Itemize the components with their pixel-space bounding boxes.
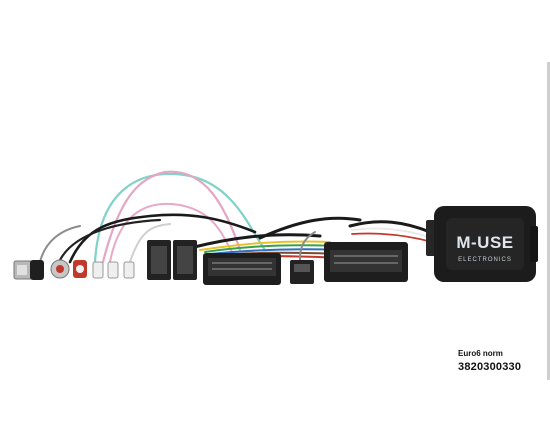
right-edge-divider xyxy=(547,62,550,380)
rca-plug-pair xyxy=(92,261,135,279)
black-wire-loop-2 xyxy=(58,218,162,262)
vehicle-connector-1 xyxy=(203,253,281,285)
pink-wire xyxy=(101,170,242,264)
vehicle-connector-2 xyxy=(324,242,408,282)
upper-wire-loops xyxy=(39,170,267,264)
pink-wire-2 xyxy=(109,202,233,263)
usb-plug xyxy=(13,260,44,280)
rca-white-connector xyxy=(73,260,87,278)
iso-connector-right xyxy=(173,240,197,280)
brand-logo-text: M-USE xyxy=(456,233,513,252)
iso-connector-left xyxy=(147,240,171,280)
norm-label: Euro6 norm xyxy=(458,349,503,358)
gray-wire xyxy=(39,225,81,263)
part-number: 3820300330 xyxy=(458,361,522,374)
rca-red-connector xyxy=(50,259,70,279)
cyan-wire xyxy=(93,172,267,264)
brand-logo-subtext: ELECTRONICS xyxy=(458,257,512,263)
small-connector xyxy=(290,260,314,284)
light-wire xyxy=(129,223,171,263)
interface-module: M-USE ELECTRONICS xyxy=(426,206,538,282)
product-caption: Euro6 norm 3820300330 xyxy=(458,349,521,374)
black-wire-loop xyxy=(68,213,257,264)
